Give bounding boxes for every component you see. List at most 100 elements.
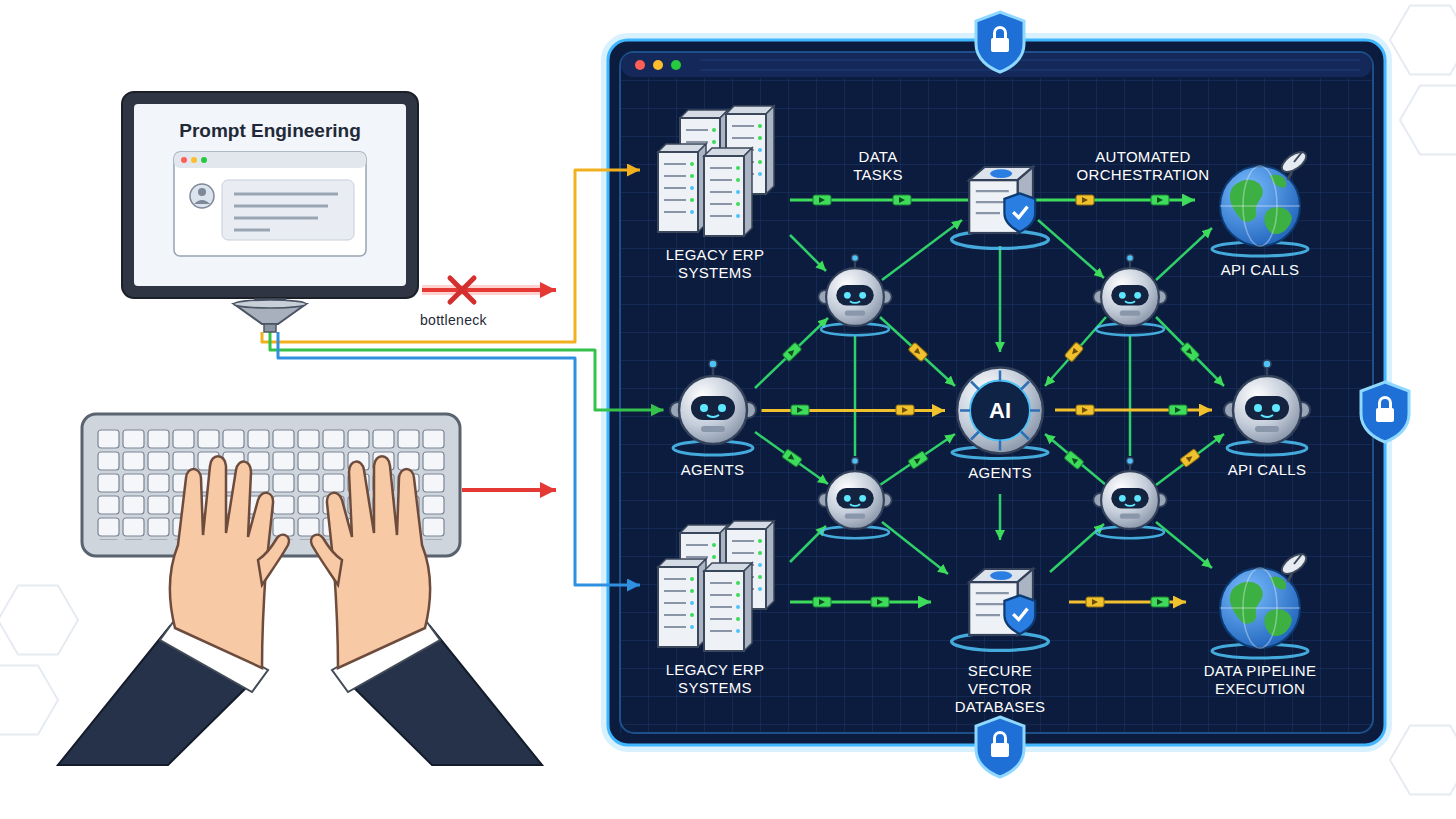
lock-shield	[976, 717, 1024, 777]
window-dot	[671, 60, 681, 70]
data-packet	[1064, 450, 1084, 469]
mesh-link	[999, 246, 1002, 352]
connector	[790, 601, 931, 604]
mesh-link	[1038, 220, 1104, 278]
robot-agent	[818, 458, 891, 539]
data-packet	[1151, 597, 1169, 607]
mesh-link	[1045, 434, 1106, 485]
mesh-link	[790, 235, 826, 271]
server-node: LEGACY ERP SYSTEMS	[640, 515, 790, 697]
block-x-mark	[450, 278, 474, 302]
mesh-link	[854, 336, 857, 456]
hexagon	[1390, 5, 1456, 74]
node-title: Prompt Engineering	[122, 92, 418, 143]
server-stack	[658, 521, 774, 651]
chat-window	[174, 152, 366, 256]
node-figure	[1212, 365, 1322, 455]
data-packet	[1180, 342, 1200, 362]
mesh-link	[1156, 522, 1212, 568]
node-label: API CALLS	[1200, 261, 1320, 279]
left-hand	[58, 456, 289, 765]
blocked-arrow	[422, 288, 556, 292]
panel-inner-border	[620, 52, 1373, 733]
thumb	[258, 535, 289, 585]
data-packet	[1076, 405, 1094, 415]
ai-agent-node: AI AGENTS	[945, 363, 1055, 482]
data-packet	[908, 342, 928, 362]
node-label: LEGACY ERP SYSTEMS	[650, 661, 780, 697]
agent-node: AGENTS	[664, 365, 762, 479]
avatar-body	[194, 200, 210, 204]
mesh-link	[1156, 228, 1212, 280]
node-label: LEGACY ERP SYSTEMS	[650, 246, 780, 282]
mesh-link	[1156, 434, 1224, 485]
data-packet	[1180, 449, 1200, 468]
node-icon	[1195, 145, 1325, 255]
data-packet	[1151, 195, 1169, 205]
window-bar	[174, 152, 366, 168]
node-figure	[664, 365, 762, 455]
node-figure	[640, 100, 790, 240]
node-label: DATA PIPELINE EXECUTION	[1190, 662, 1330, 698]
avatar-head	[198, 188, 206, 196]
globe	[1212, 550, 1309, 658]
window-dot	[201, 157, 207, 163]
node-label: API CALLS	[1217, 461, 1317, 479]
thumb	[311, 535, 342, 585]
connector	[270, 332, 664, 410]
data-packet	[1076, 195, 1094, 205]
orchestration-panel	[608, 40, 1385, 745]
orchestration-box	[952, 167, 1049, 248]
server-node: LEGACY ERP SYSTEMS	[640, 100, 790, 282]
node-label: AGENTS	[668, 461, 758, 479]
globe-node: API CALLS	[1195, 145, 1325, 279]
avatar	[190, 184, 214, 208]
node-figure: Prompt Engineering	[122, 92, 418, 332]
globe	[1212, 148, 1309, 256]
annotation-label: bottleneck	[420, 311, 504, 329]
hexagon	[1400, 85, 1456, 154]
window-dot	[635, 60, 645, 70]
funnel-rim	[234, 300, 306, 308]
monitor-bezel	[122, 92, 418, 298]
robot-agent	[818, 255, 891, 336]
node-title: AI	[945, 363, 1055, 425]
connector	[762, 409, 946, 412]
keyboard-arrow	[462, 488, 556, 492]
hexagon	[1390, 725, 1456, 794]
right-hand	[311, 456, 542, 765]
lock-shield	[1361, 382, 1409, 442]
node-icon	[640, 100, 790, 240]
node-icon	[640, 515, 790, 655]
funnel-spout	[264, 324, 276, 332]
data-packet	[896, 405, 914, 415]
mesh-link	[882, 220, 962, 280]
connector	[278, 332, 640, 585]
robot-agent	[670, 360, 756, 455]
window-dot	[653, 60, 663, 70]
secure-database-box	[952, 569, 1049, 650]
flow-label: DATA TASKS	[845, 148, 911, 184]
mesh-link	[880, 434, 955, 485]
mesh-link	[1156, 317, 1224, 386]
node-label: AGENTS	[950, 464, 1050, 482]
node-figure	[640, 515, 790, 655]
data-packet	[782, 342, 802, 362]
panel-grid	[620, 78, 1373, 733]
chat-bubble	[222, 180, 354, 240]
mesh-link	[880, 317, 955, 386]
hexagon-decor	[0, 5, 1456, 794]
node-icon	[664, 365, 762, 455]
data-packet	[1169, 405, 1187, 415]
server-stack	[658, 106, 774, 236]
hexagon	[0, 665, 58, 734]
node-icon	[1212, 365, 1322, 455]
data-packet	[908, 451, 929, 469]
mesh-link	[882, 522, 948, 574]
mesh-link	[755, 318, 828, 388]
hexagon	[0, 585, 78, 654]
data-packet	[813, 195, 831, 205]
data-packet	[813, 597, 831, 607]
window-dot	[181, 157, 187, 163]
